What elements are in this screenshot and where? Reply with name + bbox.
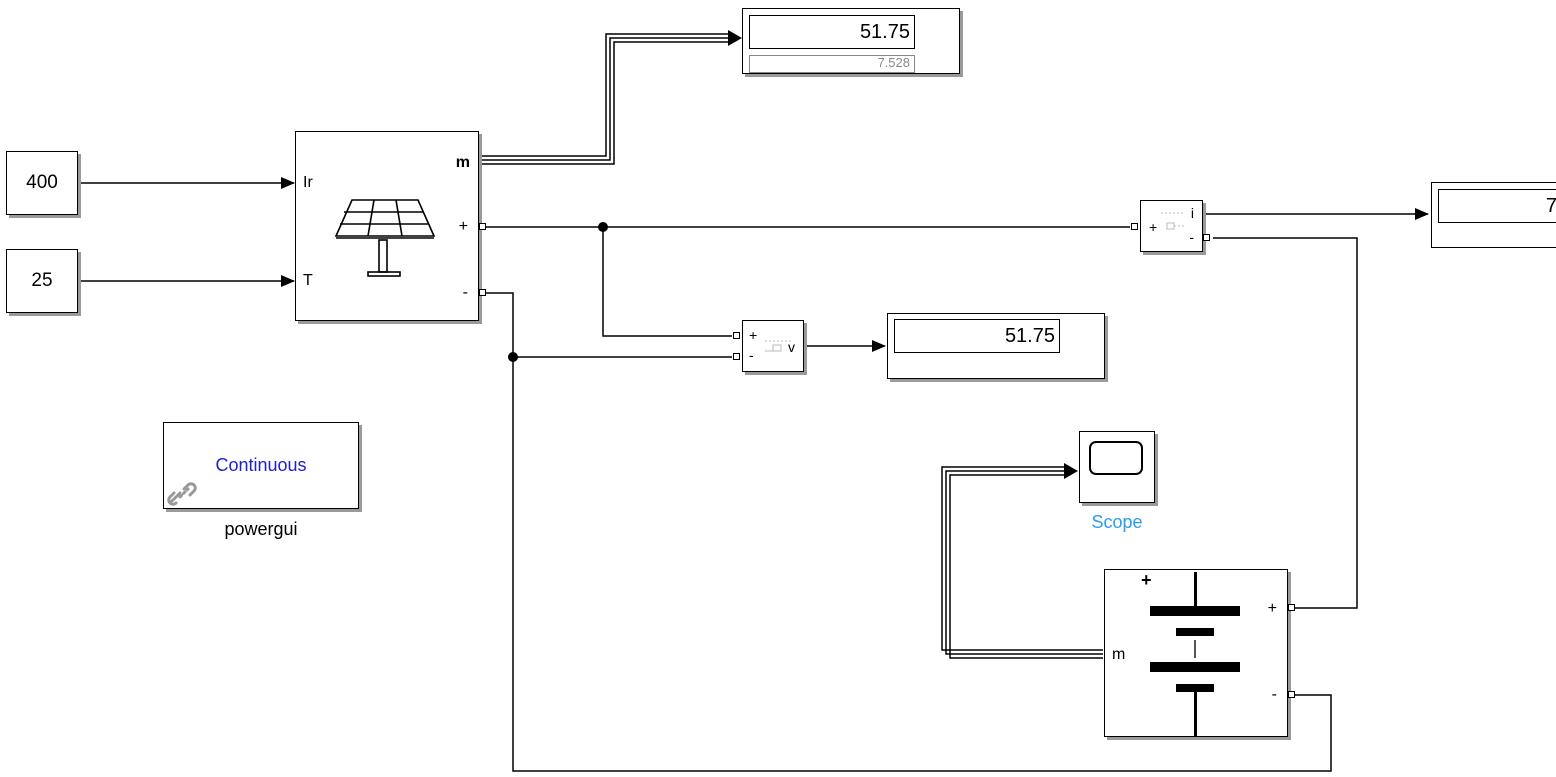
measurement-display-top[interactable]: 51.75 7.528 — [742, 8, 960, 74]
powergui-block[interactable]: Continuous — [163, 422, 359, 509]
vm-minus-port[interactable] — [733, 353, 740, 360]
solar-panel-icon — [334, 199, 436, 277]
powergui-caption: powergui — [224, 519, 298, 539]
pv-array-block[interactable]: Ir T m + - — [295, 131, 479, 321]
ammeter-icon — [1161, 212, 1185, 230]
constant-temperature-block[interactable]: 25 — [6, 249, 78, 313]
cm-minus-port[interactable] — [1203, 234, 1210, 241]
current-display-value: 7 — [1438, 189, 1556, 223]
scope-caption: Scope — [1091, 512, 1143, 532]
current-measurement-block[interactable]: + - i — [1140, 200, 1203, 252]
vm-v-label: v — [788, 339, 795, 355]
pv-minus-port[interactable] — [479, 289, 486, 296]
battery-port-m-label: m — [1112, 646, 1126, 663]
vm-plus-label: + — [749, 327, 758, 343]
voltage-display[interactable]: 51.75 — [887, 313, 1105, 379]
pv-port-ir-label: Ir — [303, 174, 313, 191]
constant-irradiance-value: 400 — [26, 172, 58, 193]
pv-port-m-label: m — [455, 154, 470, 171]
constant-irradiance-block[interactable]: 400 — [6, 151, 78, 215]
cm-plus-label: + — [1149, 219, 1158, 235]
battery-minus-port[interactable] — [1288, 691, 1295, 698]
voltage-display-value: 51.75 — [894, 319, 1060, 353]
voltage-measurement-block[interactable]: + - v — [742, 320, 804, 372]
vm-minus-label: - — [749, 347, 754, 363]
junction-plus — [598, 222, 608, 232]
powergui-mode-label: Continuous — [215, 455, 307, 475]
cm-minus-label: - — [1189, 229, 1194, 245]
voltmeter-icon — [765, 340, 791, 352]
battery-plus-top-label: + — [1141, 570, 1152, 590]
bus-pv-measurement — [479, 33, 733, 165]
library-link-icon — [167, 482, 197, 506]
battery-plus-port[interactable] — [1288, 604, 1295, 611]
scope-screen-icon — [1089, 441, 1143, 475]
battery-port-minus-label: - — [1271, 686, 1277, 703]
pv-port-minus-label: - — [462, 284, 468, 301]
battery-block[interactable]: + + - m — [1104, 569, 1288, 737]
scope-block[interactable] — [1079, 431, 1155, 503]
current-display[interactable]: 7 — [1431, 182, 1556, 248]
wire-plus-branch — [602, 227, 732, 337]
pv-plus-port[interactable] — [479, 223, 486, 230]
wire-pv-minus — [486, 292, 1332, 772]
battery-port-plus-label: + — [1267, 600, 1277, 617]
cm-plus-port[interactable] — [1131, 223, 1138, 230]
bus-battery-measurement — [941, 466, 1103, 659]
display-top-value: 51.75 — [749, 15, 915, 49]
junction-minus — [508, 352, 518, 362]
constant-temperature-value: 25 — [31, 270, 53, 291]
pv-port-plus-label: + — [458, 218, 468, 235]
wire-battery-plus — [1213, 237, 1358, 609]
pv-port-t-label: T — [303, 272, 313, 289]
vm-plus-port[interactable] — [733, 332, 740, 339]
cm-i-label: i — [1190, 205, 1194, 221]
display-top-value-partial: 7.528 — [749, 55, 915, 73]
battery-icon — [1150, 572, 1240, 736]
